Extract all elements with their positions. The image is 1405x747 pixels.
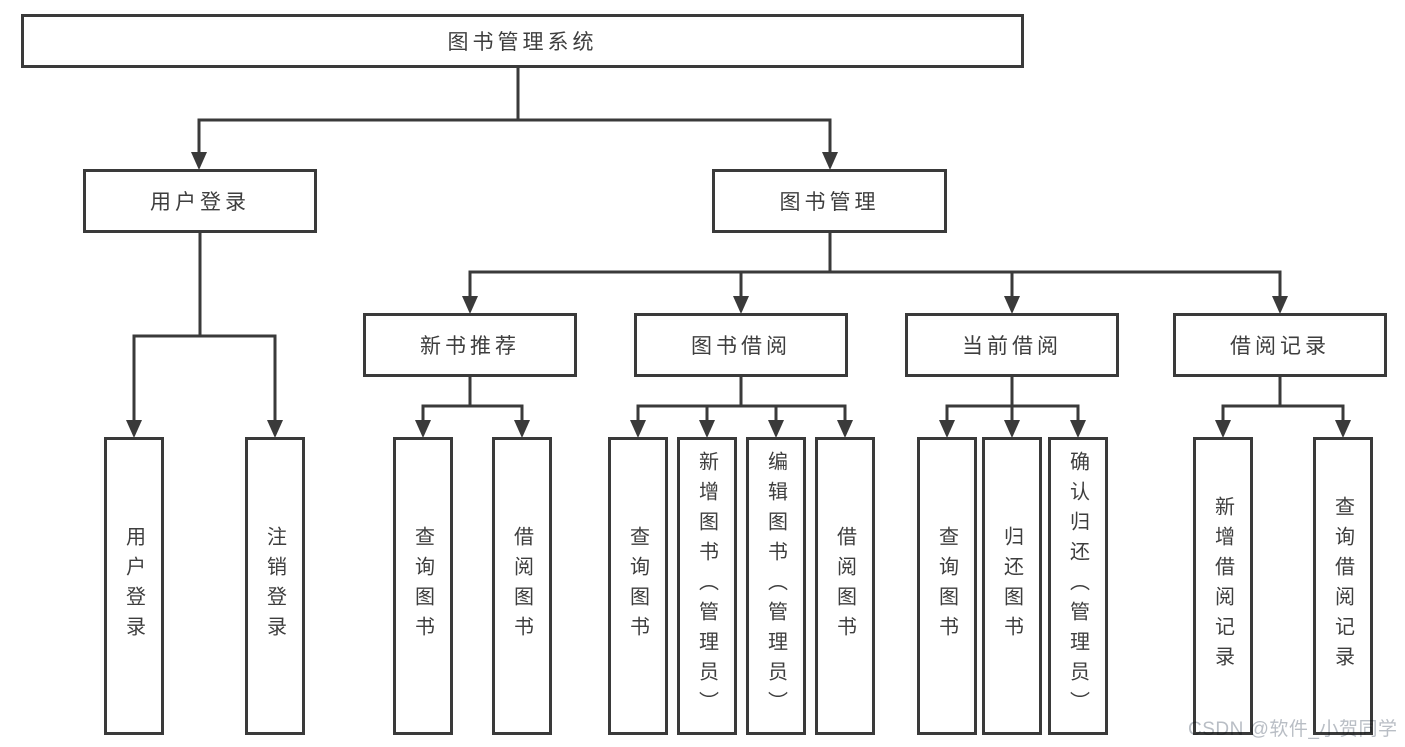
node-borrow-books-recommend: 借阅图书 bbox=[492, 437, 552, 735]
node-logout: 注销登录 bbox=[245, 437, 305, 735]
node-query-books-recommend: 查询图书 bbox=[393, 437, 453, 735]
node-query-borrow-record: 查询借阅记录 bbox=[1313, 437, 1373, 735]
node-add-books-admin: 新增图书（管理员） bbox=[677, 437, 737, 735]
node-library-system: 图书管理系统 bbox=[21, 14, 1024, 68]
node-return-books: 归还图书 bbox=[982, 437, 1042, 735]
node-borrow-books-borrowing: 借阅图书 bbox=[815, 437, 875, 735]
node-book-management: 图书管理 bbox=[712, 169, 947, 233]
node-user-login: 用户登录 bbox=[83, 169, 317, 233]
node-edit-books-admin: 编辑图书（管理员） bbox=[746, 437, 806, 735]
node-confirm-return-admin: 确认归还（管理员） bbox=[1048, 437, 1108, 735]
node-current-borrowing: 当前借阅 bbox=[905, 313, 1119, 377]
node-login: 用户登录 bbox=[104, 437, 164, 735]
node-new-book-recommend: 新书推荐 bbox=[363, 313, 577, 377]
node-book-borrowing: 图书借阅 bbox=[634, 313, 848, 377]
node-query-books-borrowing: 查询图书 bbox=[608, 437, 668, 735]
node-query-books-current: 查询图书 bbox=[917, 437, 977, 735]
node-add-borrow-record: 新增借阅记录 bbox=[1193, 437, 1253, 735]
watermark: CSDN @软件_小贺同学 bbox=[1188, 719, 1398, 740]
node-borrow-records: 借阅记录 bbox=[1173, 313, 1387, 377]
